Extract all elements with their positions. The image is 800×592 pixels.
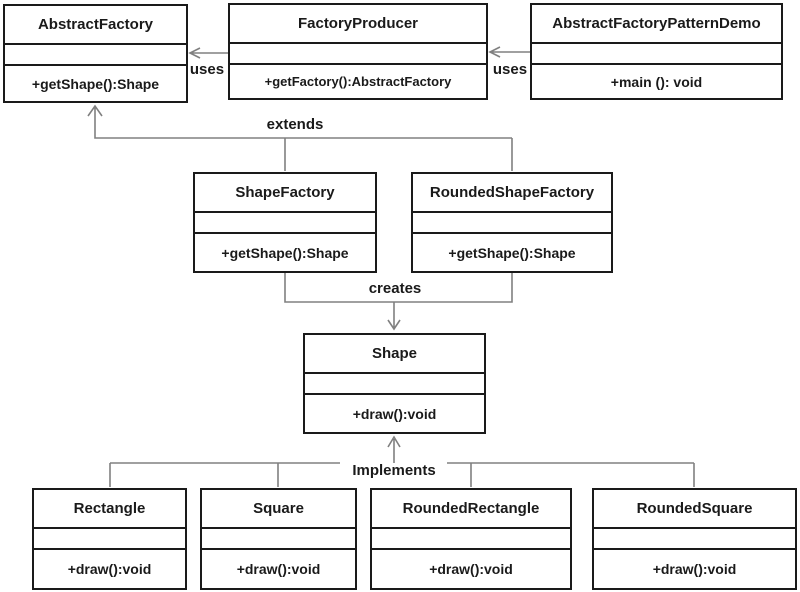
class-title: Rectangle	[73, 500, 146, 517]
class-method: +getShape():Shape	[413, 232, 611, 271]
class-abstract-factory-pattern-demo: AbstractFactoryPatternDemo +main (): voi…	[530, 3, 783, 100]
extends-label: extends	[266, 116, 324, 133]
class-title: Shape	[371, 345, 417, 362]
class-method: +draw():void	[594, 548, 795, 588]
class-title: AbstractFactoryPatternDemo	[552, 15, 761, 32]
class-attributes-empty	[195, 211, 375, 232]
class-method: +getShape():Shape	[5, 64, 186, 101]
class-method: +draw():void	[372, 548, 570, 588]
class-title: RoundedSquare	[636, 500, 753, 517]
class-method: +main (): void	[532, 63, 781, 98]
class-method: +draw():void	[202, 548, 355, 588]
implements-label: Implements	[352, 462, 436, 479]
implements-connector	[109, 435, 695, 487]
class-attributes-empty	[202, 527, 355, 548]
class-attributes-empty	[532, 42, 781, 63]
class-rectangle: Rectangle +draw():void	[32, 488, 187, 590]
class-attributes-empty	[594, 527, 795, 548]
class-attributes-empty	[372, 527, 570, 548]
class-abstract-factory: AbstractFactory +getShape():Shape	[3, 4, 188, 103]
class-method: +getShape():Shape	[195, 232, 375, 271]
class-attributes-empty	[34, 527, 185, 548]
class-attributes-empty	[305, 372, 484, 393]
class-method: +draw():void	[34, 548, 185, 588]
class-attributes-empty	[413, 211, 611, 232]
extends-connector	[87, 104, 513, 171]
class-shape: Shape +draw():void	[303, 333, 486, 434]
uses-arrow-demo-to-producer	[488, 46, 530, 58]
uses-arrow-producer-to-abstractfactory	[188, 47, 228, 59]
class-method: +getFactory():AbstractFactory	[230, 63, 486, 98]
creates-label: creates	[368, 280, 422, 297]
uses-label-left: uses	[189, 61, 225, 78]
class-title: ShapeFactory	[235, 184, 335, 201]
class-title: Square	[253, 500, 304, 517]
class-title: RoundedRectangle	[402, 500, 540, 517]
creates-connector	[284, 273, 513, 331]
class-title: AbstractFactory	[37, 16, 154, 33]
class-square: Square +draw():void	[200, 488, 357, 590]
class-attributes-empty	[5, 43, 186, 64]
class-title: FactoryProducer	[297, 15, 419, 32]
class-factory-producer: FactoryProducer +getFactory():AbstractFa…	[228, 3, 488, 100]
uses-label-right: uses	[492, 61, 528, 78]
class-method: +draw():void	[305, 393, 484, 432]
class-attributes-empty	[230, 42, 486, 63]
class-rounded-square: RoundedSquare +draw():void	[592, 488, 797, 590]
class-shape-factory: ShapeFactory +getShape():Shape	[193, 172, 377, 273]
class-rounded-rectangle: RoundedRectangle +draw():void	[370, 488, 572, 590]
class-title: RoundedShapeFactory	[429, 184, 595, 201]
class-rounded-shape-factory: RoundedShapeFactory +getShape():Shape	[411, 172, 613, 273]
